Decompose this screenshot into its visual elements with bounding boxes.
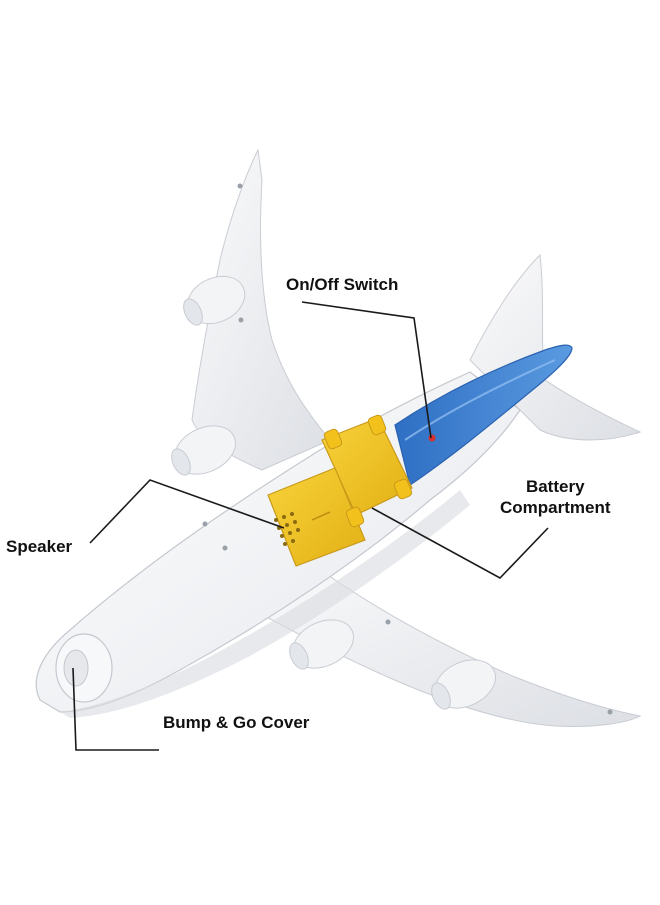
- bump-go-cover-icon: [55, 633, 113, 703]
- engine-lower-rear: [431, 659, 496, 710]
- on-off-switch-label: On/Off Switch: [286, 275, 399, 294]
- blue-nose-cone: [394, 344, 573, 486]
- on-off-switch-icon: [428, 434, 436, 442]
- speaker-grille-icon: [274, 512, 300, 546]
- leader-bump-go: [72, 667, 159, 751]
- right-wing: [249, 554, 642, 727]
- engine-upper-front: [183, 275, 246, 326]
- leader-speaker: [89, 479, 285, 544]
- bump-go-cover-label: Bump & Go Cover: [163, 713, 310, 732]
- battery-label-line2: Compartment: [500, 498, 611, 518]
- engine-lower-front: [289, 619, 354, 670]
- engine-upper-rear: [171, 425, 236, 476]
- battery-label-line1: Battery: [525, 477, 585, 496]
- leader-on-off-switch: [301, 301, 432, 439]
- fuselage: [35, 371, 521, 713]
- leader-battery: [371, 507, 549, 579]
- speaker-label: Speaker: [6, 537, 73, 556]
- battery-compartment-label: Battery Compartment: [500, 476, 611, 519]
